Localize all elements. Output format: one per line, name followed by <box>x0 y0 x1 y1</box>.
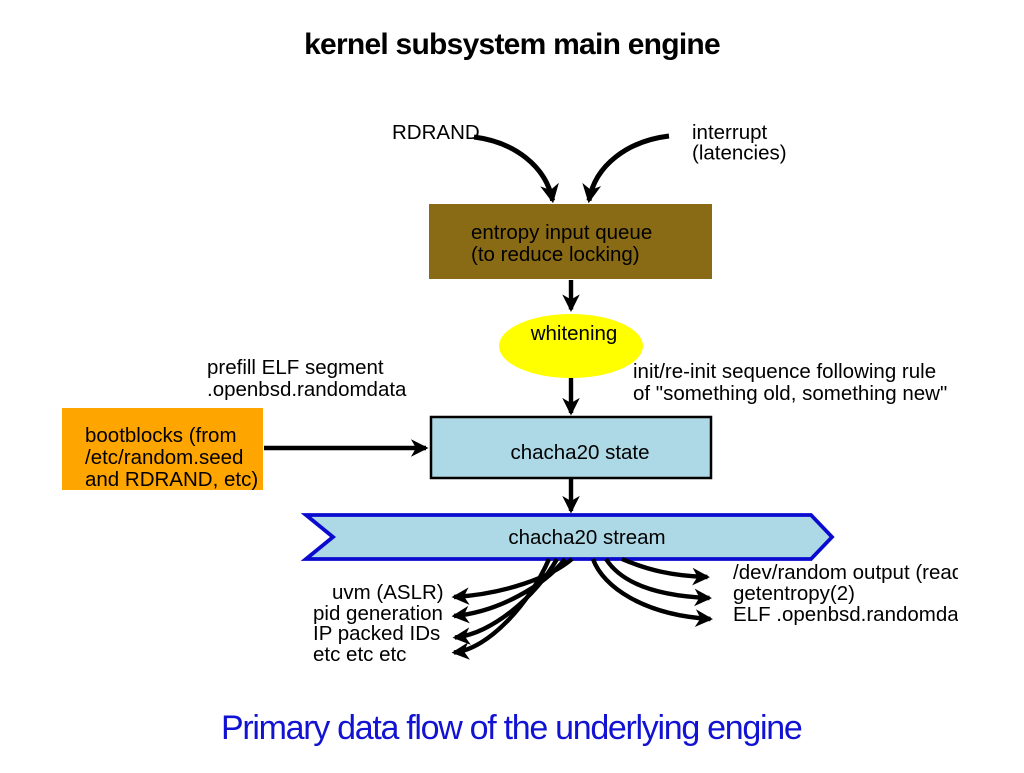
svg-text:/etc/random.seed: /etc/random.seed <box>85 446 243 469</box>
svg-text:/dev/random output (reads): /dev/random output (reads) <box>733 561 980 584</box>
svg-text:chacha20 stream: chacha20 stream <box>508 526 665 549</box>
svg-text:uvm (ASLR): uvm (ASLR) <box>332 581 444 604</box>
svg-text:ELF .openbsd.randomdata: ELF .openbsd.randomdata <box>733 603 976 626</box>
svg-text:etc etc etc: etc etc etc <box>313 643 406 666</box>
svg-text:chacha20 state: chacha20 state <box>510 441 649 464</box>
svg-text:whitening: whitening <box>530 322 618 345</box>
svg-text:prefill ELF segment: prefill ELF segment <box>207 356 384 379</box>
svg-text:Primary data flow of the under: Primary data flow of the underlying engi… <box>221 709 802 747</box>
svg-text:getentropy(2): getentropy(2) <box>733 582 855 605</box>
svg-text:RDRAND: RDRAND <box>392 121 480 144</box>
svg-text:(latencies): (latencies) <box>692 142 787 165</box>
svg-text:kernel subsystem main engine: kernel subsystem main engine <box>304 28 720 61</box>
svg-text:of "something old, something n: of "something old, something new" <box>633 382 947 405</box>
svg-text:interrupt: interrupt <box>692 121 768 144</box>
svg-text:(to reduce locking): (to reduce locking) <box>471 243 640 266</box>
svg-text:IP packed IDs: IP packed IDs <box>313 622 440 645</box>
svg-text:init/re-init sequence followin: init/re-init sequence following rule <box>633 360 936 383</box>
svg-text:.openbsd.randomdata: .openbsd.randomdata <box>207 378 407 401</box>
svg-text:and RDRAND, etc): and RDRAND, etc) <box>85 468 258 491</box>
svg-text:entropy input queue: entropy input queue <box>471 221 652 244</box>
svg-text:pid generation: pid generation <box>313 602 443 625</box>
svg-text:bootblocks (from: bootblocks (from <box>85 424 237 447</box>
